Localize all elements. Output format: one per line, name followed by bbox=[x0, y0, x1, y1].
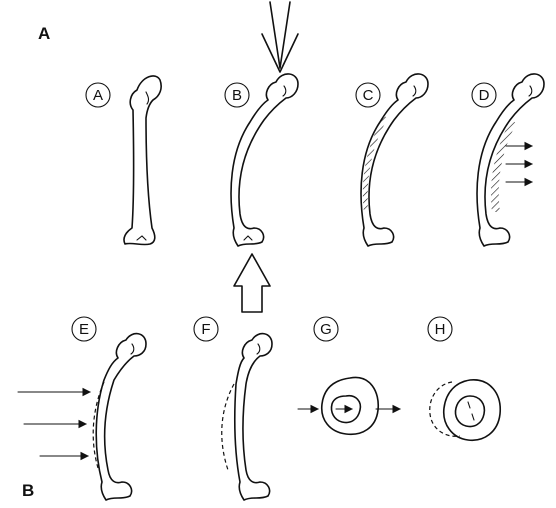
cross-section-h bbox=[430, 380, 500, 440]
circle-label-b-text: B bbox=[232, 87, 242, 104]
lateral-force-arrows-d bbox=[506, 146, 532, 182]
compression-arrow-bottom bbox=[234, 254, 270, 312]
circle-label-b: B bbox=[225, 83, 249, 107]
circle-label-f-text: F bbox=[201, 321, 210, 338]
circle-label-h: H bbox=[428, 317, 452, 341]
circle-label-h-text: H bbox=[435, 321, 446, 338]
circle-label-a: A bbox=[86, 83, 110, 107]
circle-label-g: G bbox=[314, 317, 338, 341]
cross-section-g bbox=[298, 377, 400, 434]
circle-label-a-text: A bbox=[93, 87, 103, 104]
lateral-force-arrows-e bbox=[18, 392, 90, 456]
circle-label-g-text: G bbox=[320, 321, 332, 338]
femur-e-bent bbox=[93, 334, 146, 500]
compression-arrow-top bbox=[262, 2, 298, 72]
circle-label-d: D bbox=[472, 83, 496, 107]
circle-label-c: C bbox=[356, 83, 380, 107]
circle-label-e-text: E bbox=[79, 321, 89, 338]
femur-f-remodeled bbox=[222, 334, 272, 500]
panel-label-a: A bbox=[38, 24, 50, 43]
circle-label-c-text: C bbox=[363, 87, 374, 104]
circle-label-e: E bbox=[72, 317, 96, 341]
circle-label-f: F bbox=[194, 317, 218, 341]
femur-a-straight bbox=[124, 76, 161, 245]
panel-label-b: B bbox=[22, 481, 34, 500]
circle-label-d-text: D bbox=[479, 87, 490, 104]
